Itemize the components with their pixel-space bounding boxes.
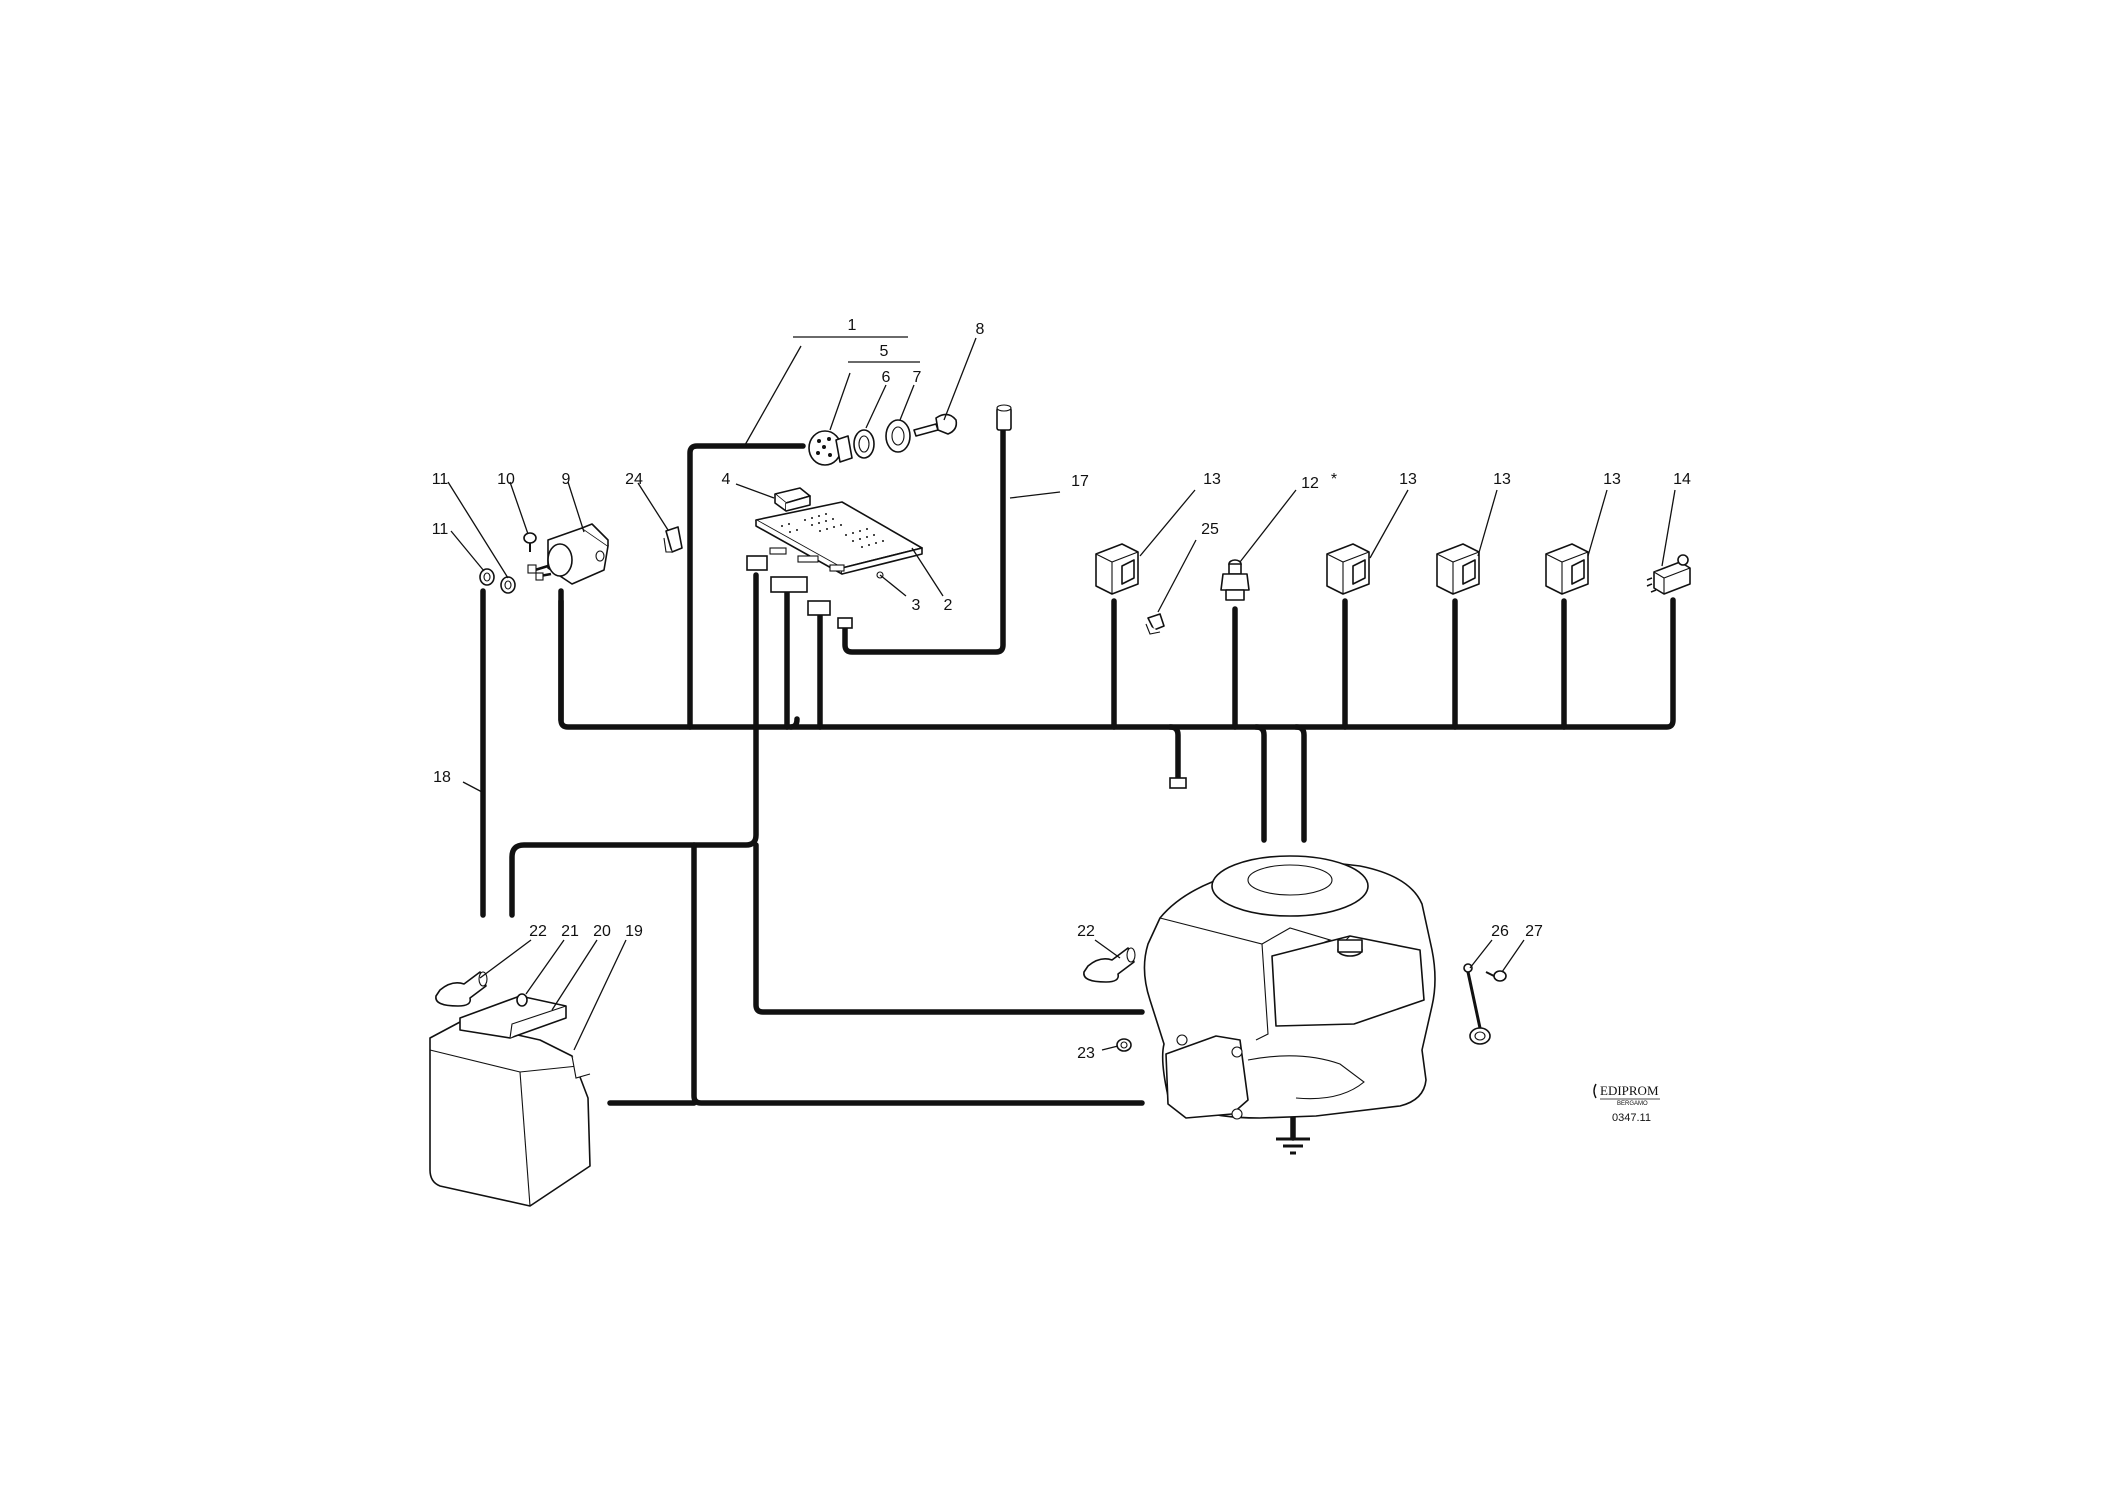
label-26: 26	[1491, 923, 1509, 940]
label-14: 14	[1673, 471, 1691, 488]
label-5: 5	[880, 343, 889, 360]
label-4: 4	[722, 471, 731, 488]
starter-solenoid-part-9	[527, 523, 609, 585]
label-3: 3	[912, 597, 921, 614]
connector-spare	[1169, 777, 1187, 789]
label-22-engine: 22	[1077, 923, 1095, 940]
label-24: 24	[625, 471, 643, 488]
label-13-a: 13	[1203, 471, 1221, 488]
part-number-labels: 1 5 6 7 8 17 4 2 3 11 11 10 9 24 13 25 1…	[432, 317, 1691, 1062]
circuit-board-part-2	[755, 501, 923, 575]
label-13-d: 13	[1603, 471, 1621, 488]
switch-part-13-a	[1095, 543, 1139, 595]
connector-board-c	[807, 600, 831, 616]
connector-board-d	[837, 617, 853, 629]
label-1: 1	[848, 317, 857, 334]
label-11-bottom: 11	[432, 521, 449, 538]
fuse-part-4	[774, 487, 811, 512]
publisher-logo: EDIPROM BERGAMO 0347.11	[1593, 1083, 1660, 1124]
label-6: 6	[882, 369, 891, 386]
label-2: 2	[944, 597, 953, 614]
label-12-asterisk: *	[1331, 471, 1337, 488]
switch-part-13-c	[1436, 543, 1480, 595]
relay-part-8	[996, 404, 1012, 431]
label-25: 25	[1201, 521, 1219, 538]
battery-bracket-part-20	[459, 995, 567, 1039]
terminal-cover-part-22-a	[435, 971, 488, 1007]
label-20: 20	[593, 923, 611, 940]
label-12: 12	[1301, 475, 1319, 492]
publisher-name: EDIPROM	[1600, 1083, 1659, 1098]
spark-plug-lead-part-26	[1463, 963, 1491, 1045]
key-part-8	[913, 413, 958, 437]
label-21: 21	[561, 923, 579, 940]
label-13-c: 13	[1493, 471, 1511, 488]
label-8: 8	[976, 321, 985, 338]
clip-part-25	[1145, 613, 1165, 635]
switch-part-13-d	[1545, 543, 1589, 595]
label-9: 9	[562, 471, 571, 488]
harness-connectors	[746, 555, 1187, 789]
label-7: 7	[913, 369, 922, 386]
connector-board-b	[770, 576, 808, 593]
label-22-battery: 22	[529, 923, 547, 940]
label-23: 23	[1077, 1045, 1095, 1062]
publisher-city: BERGAMO	[1617, 1101, 1648, 1107]
screw-part-21	[516, 993, 528, 1007]
label-11-top: 11	[432, 471, 449, 488]
bolt-part-27	[1485, 970, 1507, 982]
fuse-holder-part-11	[479, 568, 516, 594]
switch-part-13-b	[1326, 543, 1370, 595]
label-13-b: 13	[1399, 471, 1417, 488]
nut-part-23	[1116, 1038, 1132, 1052]
screw-part-10	[523, 532, 537, 552]
terminal-cover-part-22-b	[1083, 947, 1136, 983]
leader-lines	[447, 336, 1676, 1051]
cable-clip-part-24	[663, 526, 683, 553]
drawing-code: 0347.11	[1612, 1112, 1651, 1124]
label-19: 19	[625, 923, 643, 940]
ignition-switch-part-5	[808, 419, 911, 466]
battery-part-19	[429, 1021, 591, 1207]
label-17: 17	[1071, 473, 1089, 490]
sensor-part-12	[1220, 559, 1250, 601]
microswitch-part-14	[1646, 554, 1691, 595]
connector-board-a	[746, 555, 768, 571]
label-10: 10	[497, 471, 515, 488]
label-18: 18	[433, 769, 451, 786]
wiring-harness	[480, 427, 1676, 1141]
engine	[1143, 855, 1436, 1120]
label-27: 27	[1525, 923, 1543, 940]
